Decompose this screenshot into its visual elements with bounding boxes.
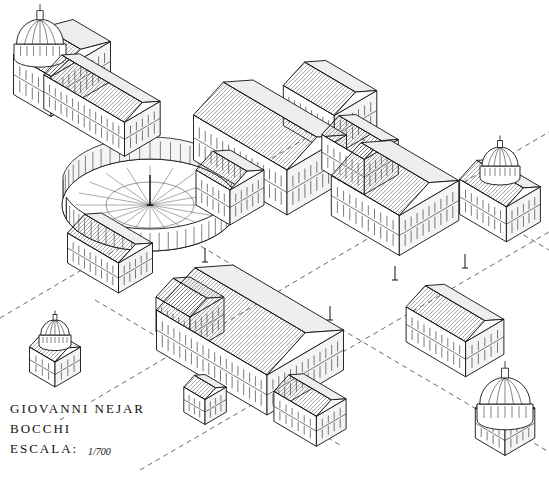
building: [196, 150, 264, 225]
roof-gable: [119, 243, 153, 263]
building: [406, 284, 504, 377]
building: [68, 213, 153, 293]
street-monument: [327, 306, 333, 320]
street-monument: [202, 248, 208, 262]
building: [331, 141, 459, 256]
window-rows: [184, 395, 205, 418]
building: [184, 375, 227, 425]
roof-gable: [267, 330, 344, 375]
scale-value: 1/700: [86, 446, 113, 458]
roof-gable: [506, 187, 540, 207]
street-centre-line: [140, 232, 549, 470]
dome: [39, 311, 71, 351]
building: [30, 332, 81, 387]
street-monument: [462, 254, 468, 268]
dome: [14, 4, 66, 67]
scale-caption: ESCALA:: [8, 442, 80, 457]
street-monument: [392, 266, 398, 280]
roof-gable: [125, 101, 161, 122]
roof-gable: [466, 319, 504, 342]
roof-gable: [205, 387, 226, 400]
roof-gable: [230, 170, 264, 190]
building: [274, 374, 346, 447]
street-centre-line: [60, 132, 549, 420]
dome: [477, 361, 533, 430]
obelisk: [147, 175, 153, 205]
building: [460, 159, 541, 242]
roof-gable: [316, 399, 346, 417]
window-rows: [205, 395, 226, 418]
author-name: BOCCHI: [8, 422, 73, 437]
dome: [480, 135, 520, 185]
roof-gable: [399, 181, 459, 216]
author-name: GIOVANNI NEJAR: [8, 402, 147, 417]
roof-plane: [44, 55, 143, 122]
roof-gable: [334, 91, 377, 116]
building: [44, 54, 160, 157]
